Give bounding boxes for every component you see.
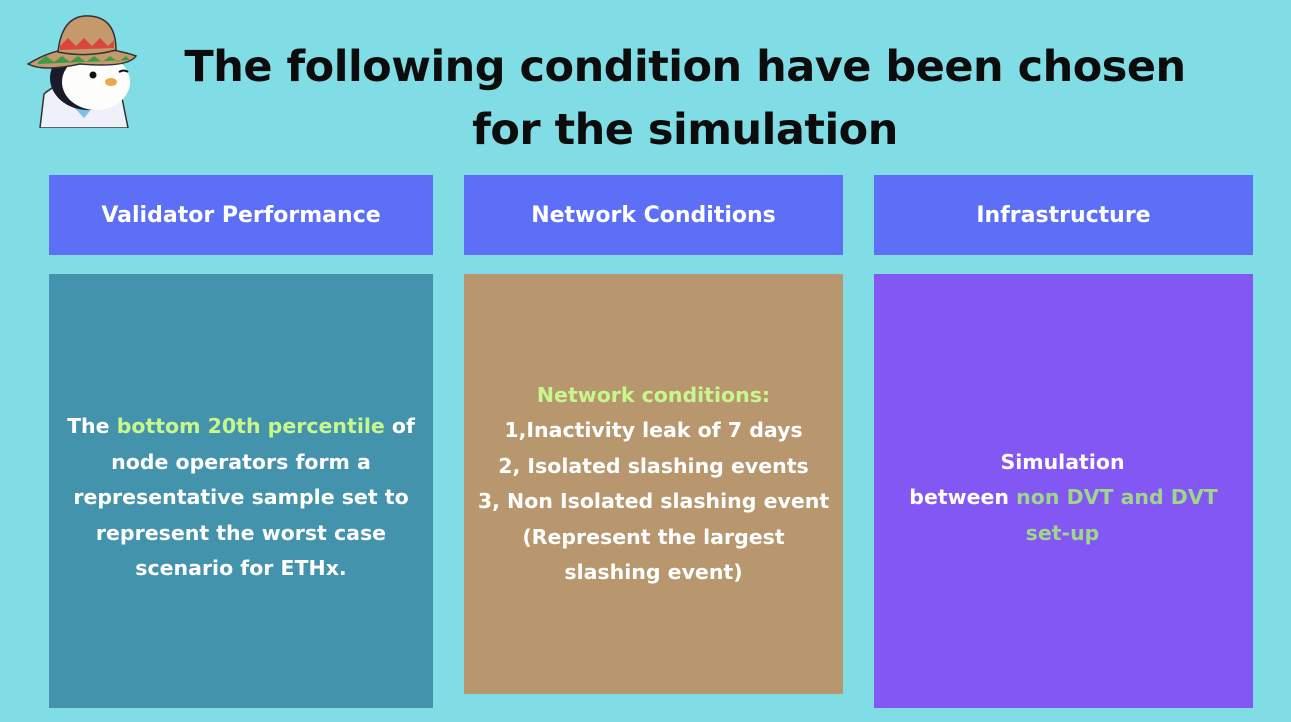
card-line: 2, Isolated slashing events	[498, 453, 809, 478]
header-infrastructure: Infrastructure	[874, 175, 1253, 255]
infrastructure-card: Simulation between non DVT and DVT set-u…	[874, 274, 1253, 708]
card-line: scenario for ETHx.	[135, 556, 347, 581]
card-line: (Represent the largest	[522, 524, 785, 549]
network-conditions-card: Network conditions: 1,Inactivity leak of…	[464, 274, 843, 694]
card-line: representative sample set to	[73, 485, 409, 510]
header-validator-performance: Validator Performance	[49, 175, 433, 255]
header-network-conditions: Network Conditions	[464, 175, 843, 255]
card-line: between non DVT and DVT	[909, 480, 1217, 516]
card-line: set-up	[1025, 520, 1100, 545]
card-line: The bottom 20th percentile of	[67, 409, 415, 445]
highlight-text: non DVT and DVT	[1016, 485, 1218, 510]
title-line: for the simulation	[472, 105, 898, 155]
card-heading: Network conditions:	[536, 382, 771, 407]
card-line: node operators form a	[111, 449, 371, 474]
card-line: represent the worst case	[95, 520, 387, 545]
highlight-text: bottom 20th percentile	[116, 414, 385, 439]
text: of	[384, 414, 415, 439]
card-line: Simulation	[1000, 449, 1125, 474]
text: The	[67, 414, 117, 439]
title-line: The following condition have been chosen	[184, 42, 1186, 92]
validator-performance-card: The bottom 20th percentile of node opera…	[49, 274, 433, 708]
penguin-mascot-icon	[18, 6, 143, 129]
page-title: The following condition have been chosen…	[150, 36, 1220, 162]
card-line: 1,Inactivity leak of 7 days	[504, 418, 803, 442]
card-line: 3, Non Isolated slashing event	[477, 489, 830, 513]
card-line: slashing event)	[564, 560, 743, 584]
text: between	[909, 485, 1017, 510]
